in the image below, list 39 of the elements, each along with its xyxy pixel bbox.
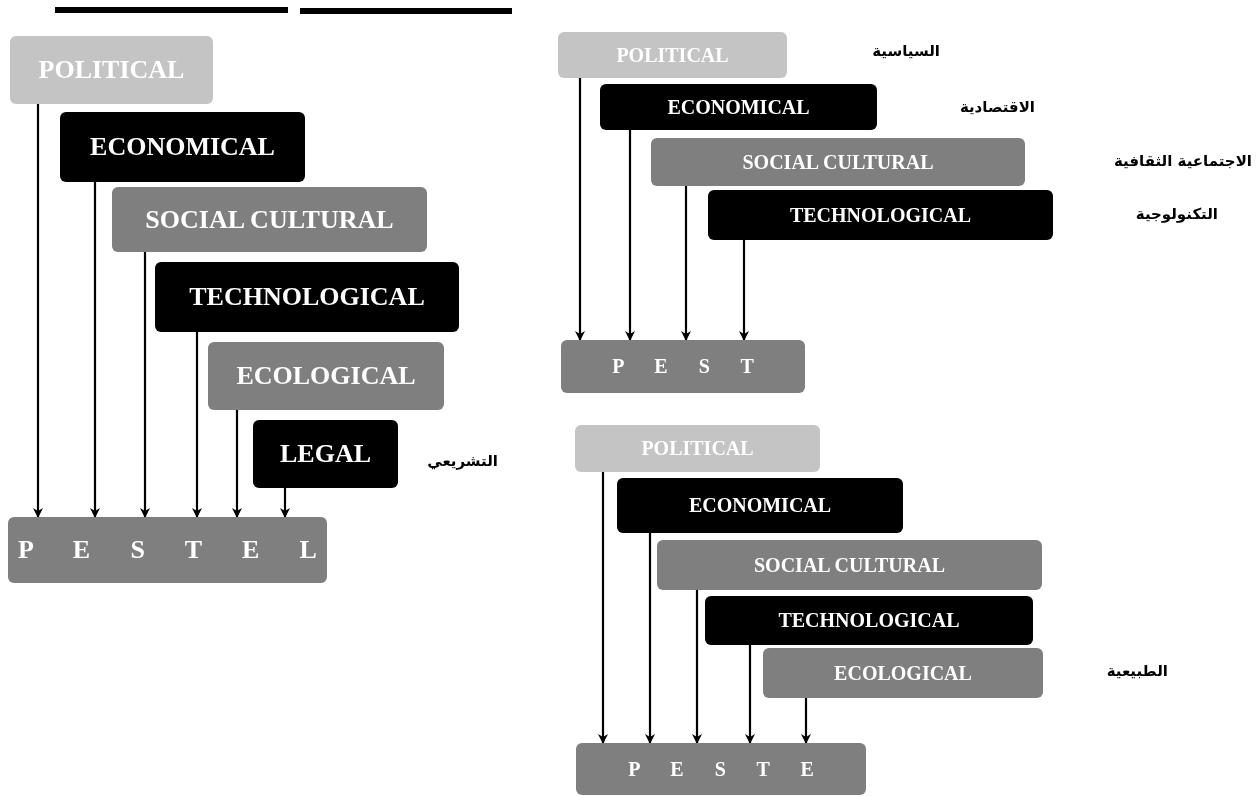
arrow xyxy=(192,332,202,518)
arrow xyxy=(280,488,290,518)
letters-box: P E S T E xyxy=(576,743,866,795)
arrow xyxy=(33,104,43,518)
factor-box: ECONOMICAL xyxy=(600,84,877,130)
arrow xyxy=(598,472,608,744)
arabic-label: التشريعي xyxy=(427,452,498,470)
arrow xyxy=(140,252,150,518)
arrow xyxy=(801,698,811,744)
factor-box: POLITICAL xyxy=(558,32,787,78)
arrow xyxy=(90,182,100,518)
arrow xyxy=(625,130,635,341)
arrow xyxy=(739,240,749,341)
factor-box: SOCIAL CULTURAL xyxy=(112,187,427,252)
arrow xyxy=(681,186,691,341)
factor-box: TECHNOLOGICAL xyxy=(708,190,1053,240)
factor-box: POLITICAL xyxy=(575,425,820,472)
arrow xyxy=(692,590,702,744)
arabic-label: الاقتصادية xyxy=(959,98,1035,116)
letters-box: P E S T E L xyxy=(8,517,327,583)
arrow xyxy=(575,78,585,341)
factor-box: ECONOMICAL xyxy=(60,112,305,182)
arabic-label: الطبيعية xyxy=(1106,662,1168,680)
arabic-label: الاجتماعية الثقافية xyxy=(1114,152,1252,170)
factor-box: POLITICAL xyxy=(10,36,213,104)
factor-box: TECHNOLOGICAL xyxy=(705,596,1033,645)
arabic-label: السياسية xyxy=(872,42,940,60)
arrow xyxy=(645,533,655,744)
factor-box: ECOLOGICAL xyxy=(208,342,444,410)
factor-box: SOCIAL CULTURAL xyxy=(657,540,1042,590)
factor-box: LEGAL xyxy=(253,420,398,488)
factor-box: ECONOMICAL xyxy=(617,478,903,533)
factor-box: ECOLOGICAL xyxy=(763,648,1043,698)
arabic-label: التكنولوجية xyxy=(1135,205,1218,223)
factor-box: SOCIAL CULTURAL xyxy=(651,138,1025,186)
arrow xyxy=(232,410,242,518)
letters-box: P E S T xyxy=(561,340,805,393)
factor-box: TECHNOLOGICAL xyxy=(155,262,459,332)
arrow xyxy=(745,645,755,744)
